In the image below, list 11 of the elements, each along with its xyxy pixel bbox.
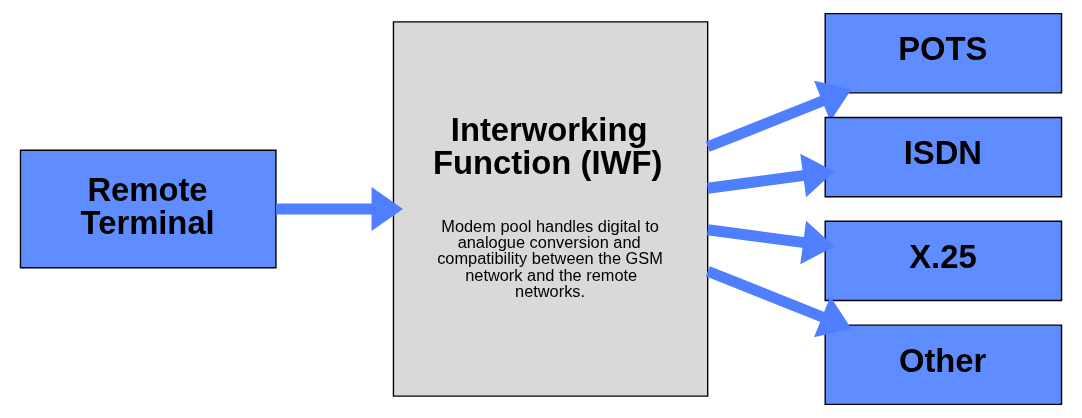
node-box: Other: [824, 324, 1063, 406]
arrow: [705, 266, 852, 338]
node-box: Interworking Function (IWF) Modem pool handles digital to analogue conversion and compatibility between the GSM network and the remote networks.: [392, 21, 709, 397]
arrow: [705, 80, 852, 152]
node-box: Remote Terminal: [19, 149, 277, 269]
arrow: [707, 220, 835, 265]
node-box: ISDN: [824, 116, 1063, 198]
node-box: X.25: [824, 220, 1063, 302]
arrow: [707, 153, 835, 198]
node-box: POTS: [824, 12, 1063, 94]
arrow: [276, 187, 403, 231]
